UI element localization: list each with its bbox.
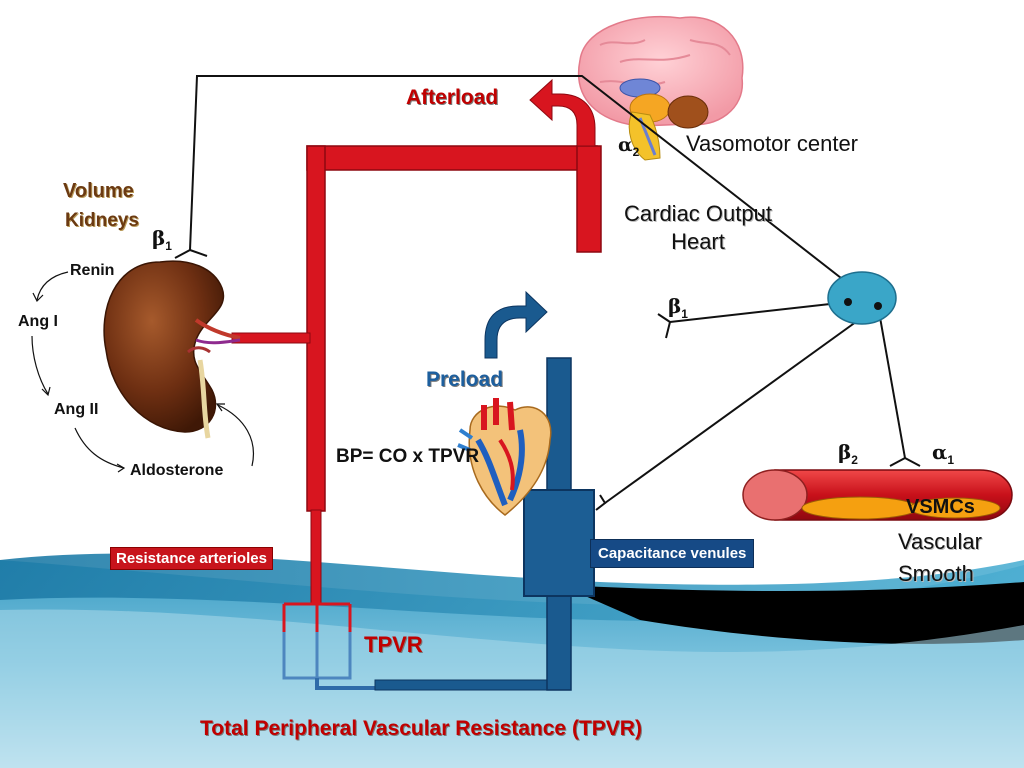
nerve-kidney-fork	[174, 248, 208, 259]
vsmc-vessel	[742, 469, 1013, 521]
raas-arrows	[31, 271, 254, 473]
footer-title: Total Peripheral Vascular Resistance (TP…	[200, 717, 642, 740]
nerve-heart-beta1	[669, 301, 849, 323]
nerve-lines	[174, 75, 921, 511]
vasomotor-center-label: Vasomotor center	[686, 131, 859, 156]
preload-label: Preload	[426, 368, 504, 391]
alpha2-receptor-label: α2	[618, 134, 640, 159]
tpvr-label: TPVR	[364, 632, 423, 657]
volume-label: Volume	[63, 180, 134, 202]
beta2-receptor-label: β2	[838, 440, 858, 467]
artery-top-horizontal	[306, 145, 598, 171]
kidney-icon	[103, 260, 241, 439]
renin-label: Renin	[70, 262, 115, 279]
nerve-venules	[604, 305, 879, 504]
artery-kidney-branch	[231, 332, 311, 344]
nerve-heart-beta1-fork	[657, 313, 672, 339]
vsmcs-label: VSMCs	[906, 496, 975, 518]
heart-icon	[457, 398, 552, 516]
cardiac-output-label: Cardiac Output Heart	[624, 201, 772, 254]
resistance-arterioles-box: Resistance arterioles	[110, 547, 273, 570]
brain-icon	[577, 15, 744, 161]
vein-horizontal-bottom	[374, 679, 571, 691]
artery-left-vertical	[306, 145, 326, 512]
ang1-label: Ang I	[18, 313, 58, 330]
beta1-kidney-label: β1	[152, 226, 172, 253]
nerve-kidney-to-brain	[189, 75, 851, 286]
nerve-vsmc-fork	[889, 456, 921, 467]
ganglion	[827, 271, 897, 325]
beta1-heart-label: β1	[668, 294, 688, 321]
nerve-venules-fork	[595, 494, 607, 511]
nerve-vsmc	[877, 305, 906, 459]
vascular-smooth-label: Vascular Smooth	[898, 529, 982, 586]
capacitance-venules-block	[523, 489, 595, 597]
afterload-label: Afterload	[406, 86, 499, 109]
venous-system	[374, 290, 595, 691]
arterial-system	[231, 78, 602, 606]
capacitance-venules-box: Capacitance venules	[590, 539, 755, 568]
kidneys-label: Kidneys	[65, 210, 139, 231]
afterload-arrow	[529, 78, 596, 147]
preload-arrow	[484, 290, 548, 359]
arteriole-narrow	[310, 509, 322, 606]
bp-formula-label: BP= CO x TPVR	[336, 446, 480, 467]
alpha1-receptor-label: α1	[932, 440, 955, 467]
aldosterone-label: Aldosterone	[130, 462, 224, 479]
artery-right-vertical	[576, 145, 602, 253]
ang2-label: Ang II	[54, 401, 99, 418]
